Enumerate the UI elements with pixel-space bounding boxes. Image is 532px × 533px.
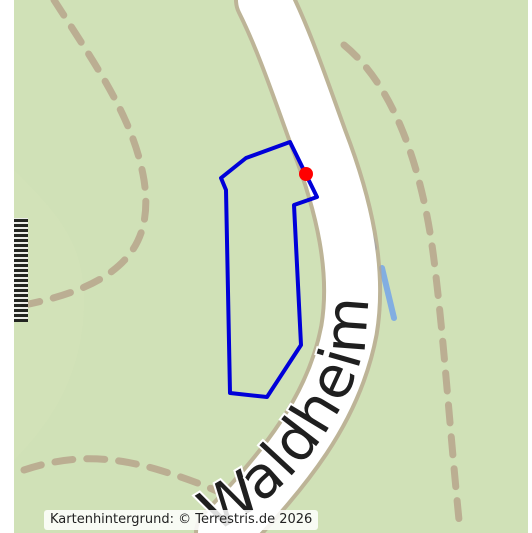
map-canvas[interactable]: Waldheim Kartenhintergrund: © Terrestris…: [14, 0, 528, 533]
forest-path: [20, 0, 150, 309]
area-polygon[interactable]: [219, 140, 319, 399]
road: [198, 0, 379, 533]
forest-path: [340, 41, 463, 524]
map-attribution: Kartenhintergrund: © Terrestris.de 2026: [44, 510, 319, 530]
terrain-shade: [14, 0, 528, 533]
location-marker[interactable]: [299, 167, 313, 181]
map-svg: Waldheim: [14, 0, 528, 533]
qr-code-fragment: [14, 218, 28, 322]
forest-path: [20, 455, 268, 519]
water-marker: [379, 265, 397, 321]
